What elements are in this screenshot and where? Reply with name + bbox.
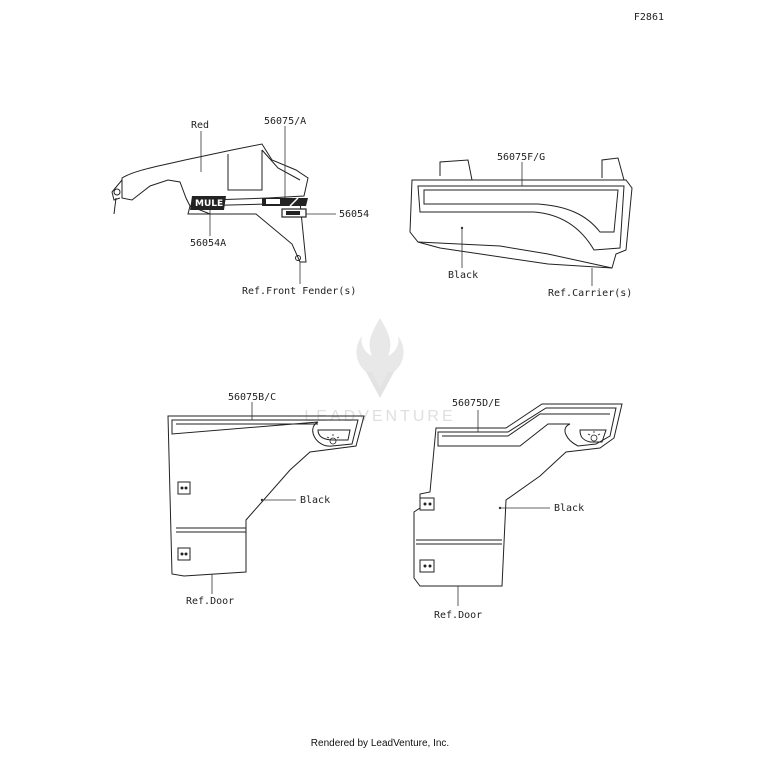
right-door-lamp-icon [587, 431, 601, 442]
label-left-door-black: Black [300, 495, 330, 506]
carrier-right-post [601, 157, 625, 181]
carrier-decal-inner [423, 189, 619, 233]
right-door-drawing [413, 403, 623, 587]
lamp-ray [336, 436, 340, 439]
mirror-knob [113, 188, 121, 196]
left-door-hinge-bolts [180, 486, 188, 556]
fender-lower-edge [187, 205, 210, 215]
carrier-body-outline [409, 179, 633, 269]
watermark-text: LEADVENTURE [304, 408, 455, 425]
mule-decal: MULE [190, 196, 226, 210]
right-door-window-cut [579, 429, 607, 443]
lamp-ray [597, 433, 601, 436]
label-56075fg: 56075F/G [497, 152, 545, 163]
right-door-hinge-top [419, 497, 435, 511]
label-ref-door-right: Ref.Door [434, 610, 482, 621]
mule-decal-shape [190, 196, 226, 210]
stripe-decal-badge [266, 199, 280, 204]
carrier-lower-line [417, 241, 613, 269]
label-ref-carrier: Ref.Carrier(s) [548, 288, 632, 299]
bolt [428, 564, 432, 568]
left-door-window-cut [317, 429, 351, 441]
bolt [184, 486, 188, 490]
lamp-circle [329, 437, 337, 445]
label-right-door-black: Black [554, 503, 584, 514]
right-door-decal-outer [437, 407, 617, 447]
bolt [428, 502, 432, 506]
label-56075a: 56075/A [264, 116, 306, 127]
bolt [180, 486, 184, 490]
label-ref-front-fender: Ref.Front Fender(s) [242, 286, 356, 297]
mirror-arm [111, 179, 123, 201]
lamp-ray [587, 433, 591, 436]
fender-leader-lines [200, 126, 336, 284]
bolt [184, 552, 188, 556]
footer-credit: Rendered by LeadVenture, Inc. [310, 738, 450, 749]
mirror-stem [113, 197, 117, 215]
right-door-hinge-bottom [419, 559, 435, 573]
right-door-leader-dot [498, 506, 502, 510]
right-door-decal-inner [442, 413, 610, 437]
mule-logo-text: MULE [195, 199, 223, 209]
carrier-leader-dot [460, 226, 464, 230]
left-door-drawing [167, 415, 365, 577]
label-carrier-black: Black [448, 270, 478, 281]
fender-top-surface [121, 143, 309, 207]
left-door-decal-outer [171, 419, 359, 447]
label-56054a: 56054A [190, 238, 226, 249]
label-56075de: 56075D/E [452, 398, 500, 409]
label-56054: 56054 [339, 209, 369, 220]
carrier-leader-lines [461, 162, 593, 286]
watermark-flame-icon [356, 318, 404, 392]
label-red: Red [191, 120, 209, 131]
stripe-decal-slash [289, 197, 299, 207]
bolt [423, 502, 427, 506]
lamp-ray [326, 436, 330, 439]
left-door-leader-dot [260, 498, 264, 502]
label-56075bc: 56075B/C [228, 392, 276, 403]
bolt [180, 552, 184, 556]
carrier-left-post [439, 159, 473, 181]
fender-side-line [261, 149, 301, 181]
fender-mount-hole [295, 255, 301, 261]
stripe-decal [262, 197, 308, 207]
fender-inner-panel [227, 150, 263, 191]
diagram-code: F2861 [633, 12, 664, 23]
left-door-leader-lines [211, 402, 296, 594]
leadventure-watermark: LEADVENTURE [304, 318, 455, 425]
carrier-decal-outline [417, 185, 625, 251]
watermark-v-icon [366, 372, 394, 398]
label-ref-door-left: Ref.Door [186, 596, 234, 607]
right-door-leader-lines [457, 410, 550, 606]
left-door-lamp-icon [326, 434, 340, 445]
left-door-hinge-top [177, 481, 191, 495]
right-door-hinge-bolts [423, 502, 432, 568]
carrier-drawing [409, 157, 633, 269]
lamp-circle [590, 434, 598, 442]
small-badge-inner [286, 211, 300, 215]
left-door-hinge-bottom [177, 547, 191, 561]
left-door-outline [167, 415, 365, 577]
bolt [423, 564, 427, 568]
right-door-outline [413, 403, 623, 587]
